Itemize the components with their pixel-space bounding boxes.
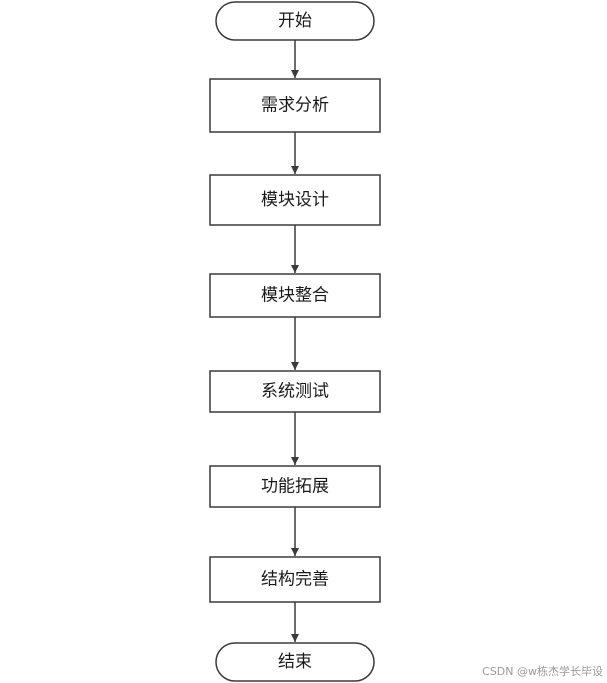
- node-requirements: 需求分析: [209, 78, 381, 133]
- node-start: 开始: [215, 1, 375, 41]
- node-end: 结束: [215, 642, 375, 682]
- node-module-design: 模块设计: [209, 174, 381, 226]
- node-label: 开始: [278, 11, 312, 31]
- process-box: [209, 465, 381, 508]
- watermark: CSDN @w栋杰学长毕设: [482, 665, 603, 678]
- node-label: 模块整合: [261, 286, 329, 306]
- terminal-shape: [215, 1, 375, 41]
- process-box: [209, 174, 381, 226]
- process-box: [209, 556, 381, 603]
- process-box: [209, 78, 381, 133]
- node-label: 结构完善: [261, 570, 329, 590]
- node-label: 需求分析: [261, 96, 329, 116]
- node-label: 系统测试: [261, 382, 329, 402]
- node-label: 模块设计: [261, 190, 329, 210]
- node-label: 功能拓展: [261, 477, 329, 497]
- terminal-shape: [215, 642, 375, 682]
- process-box: [209, 370, 381, 413]
- process-box: [209, 273, 381, 318]
- node-structure-refinement: 结构完善: [209, 556, 381, 603]
- node-system-testing: 系统测试: [209, 370, 381, 413]
- node-feature-extension: 功能拓展: [209, 465, 381, 508]
- node-module-integration: 模块整合: [209, 273, 381, 318]
- node-label: 结束: [278, 652, 312, 672]
